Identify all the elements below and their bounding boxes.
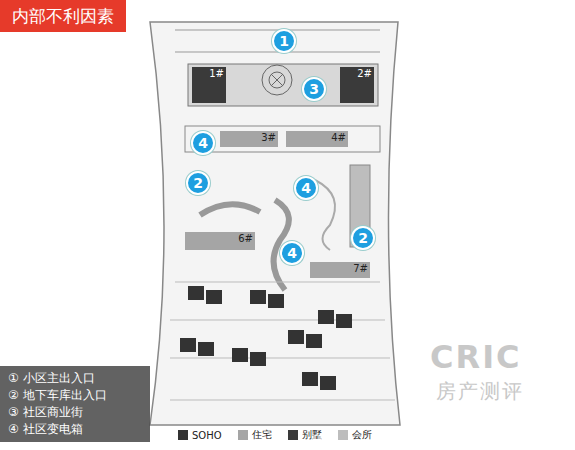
watermark: CRIC [430,338,522,376]
building-number: 7# [353,263,368,274]
legend-note: ① 小区主出入口 [8,370,142,387]
building-number: 4# [331,132,346,143]
callout-number: 2 [193,175,203,191]
road [170,282,395,400]
building-block: 2# [340,67,374,103]
building-block: 4# [286,131,348,147]
building-block: 3# [220,131,278,147]
callout-number: 3 [309,81,319,97]
legend-note: ③ 社区商业街 [8,404,142,421]
legend-swatch [288,430,298,440]
legend-note: ④ 社区变电箱 [8,421,142,438]
podium [188,64,378,106]
callout-circle: 4 [280,241,304,265]
callout-circle: 3 [302,77,326,101]
callout-circle: 1 [272,29,296,53]
legend-label: 住宅 [252,428,272,442]
building-number: 1# [209,68,224,79]
legend-swatch [178,430,188,440]
callout-circle: 4 [294,176,318,200]
building-number: 2# [357,68,372,79]
legend-swatch [238,430,248,440]
roundabout [269,72,285,88]
callout-number: 4 [198,135,208,151]
building-block: 1# [192,67,226,103]
legend-note: ② 地下车库出入口 [8,387,142,404]
callout-number: 1 [279,33,289,49]
callout-circle: 4 [191,131,215,155]
legend-label: 别墅 [302,428,322,442]
callout-number: 4 [301,180,311,196]
roundabout [262,65,292,95]
legend-label: SOHO [192,430,222,441]
site-boundary [150,22,400,425]
road [175,30,380,52]
garden-path [315,180,335,250]
roundabout [271,74,283,86]
legend-box: ① 小区主出入口② 地下车库出入口③ 社区商业街④ 社区变电箱 [0,366,150,442]
title-bar: 内部不利因素 [0,0,126,32]
callout-circle: 2 [186,171,210,195]
building-block: 6# [185,232,255,250]
callout-circle: 2 [351,226,375,250]
title: 内部不利因素 [12,5,114,28]
building-block: 7# [310,262,370,278]
legend-label: 会所 [352,428,372,442]
villa [180,286,352,390]
callout-number: 4 [287,245,297,261]
legend-swatch [338,430,348,440]
watermark: 房产测评 [436,378,524,405]
callout-number: 2 [358,230,368,246]
legend: SOHO 住宅 别墅 会所 [178,428,372,442]
building-number: 3# [261,132,276,143]
building-number: 6# [238,233,253,244]
